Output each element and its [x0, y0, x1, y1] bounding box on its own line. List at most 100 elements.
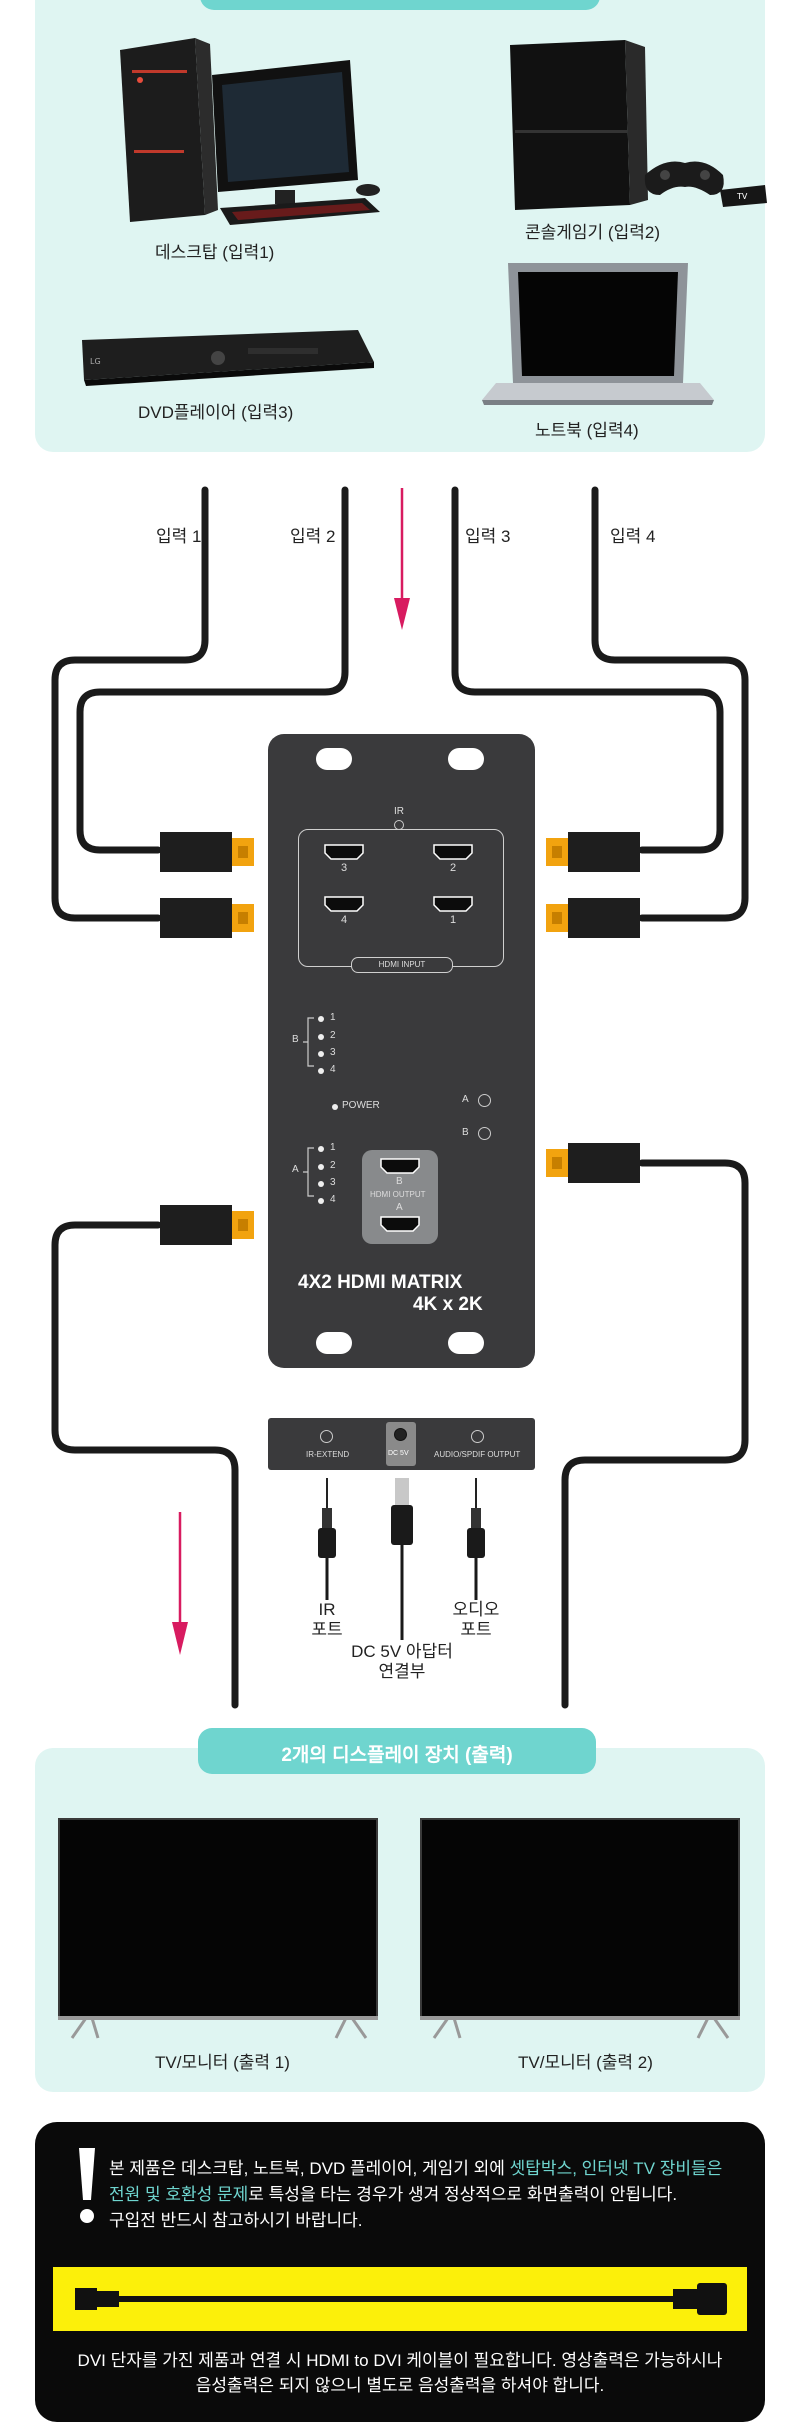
source-notebook-label: 노트북 (입력4) — [535, 421, 639, 440]
desktop-computer-image — [120, 38, 380, 225]
led-group-b-label: B — [292, 1034, 299, 1045]
notice-dvi-text: DVI 단자를 가진 제품과 연결 시 HDMI to DVI 케이블이 필요합… — [35, 2348, 765, 2398]
product-resolution: 4K x 2K — [413, 1294, 483, 1315]
wire-input-1 — [51, 486, 209, 922]
audio-port-label-line2: 포트 — [460, 1620, 492, 1639]
signal-arrow-bottom — [172, 1512, 188, 1655]
notice-compatibility-text: 본 제품은 데스크탑, 노트북, DVD 플레이어, 게임기 외에 셋탑박스, … — [109, 2156, 749, 2234]
wire-input-2 — [76, 486, 349, 854]
led-b-2-label: 2 — [330, 1030, 336, 1041]
hdmi-port-2-label: 2 — [449, 862, 457, 874]
led-a-2-label: 2 — [330, 1160, 336, 1171]
game-console-image: TV — [510, 40, 767, 210]
notice-text-part: 본 제품은 데스크탑, 노트북, DVD 플레이어, 게임기 외에 — [109, 2159, 510, 2178]
ir-port-label-line2: 포트 — [311, 1620, 343, 1639]
wire-label-input-3: 입력 3 — [465, 527, 511, 546]
audio-out-jack — [471, 1430, 484, 1443]
ir-extend-label: IR-EXTEND — [306, 1450, 350, 1459]
output-title-pill — [198, 1728, 596, 1774]
audio-jack — [467, 1478, 485, 1600]
hdmi-plug-input-2 — [160, 898, 254, 938]
svg-text:TV: TV — [736, 192, 748, 201]
ir-port-label: IR 포트 — [297, 1600, 357, 1640]
mount-hole — [316, 1332, 352, 1354]
notice-highlight-issue: 전원 및 호환성 문제 — [109, 2185, 249, 2204]
wiring-diagram — [51, 486, 749, 1709]
source-desktop-label: 데스크탑 (입력1) — [155, 243, 275, 262]
hdmi-port-2 — [433, 844, 473, 860]
hdmi-output-a-label: A — [396, 1202, 403, 1213]
notice-dvi-line1: DVI 단자를 가진 제품과 연결 시 HDMI to DVI 케이블이 필요합… — [77, 2351, 723, 2370]
tv-monitor-1 — [58, 1818, 378, 2018]
led-b-4 — [318, 1068, 324, 1074]
device-rear-panel: IR-EXTEND DC 5V AUDIO/SPDIF OUTPUT — [268, 1418, 535, 1470]
hdmi-matrix-device: IR 3 2 4 1 HDMI INPUT B 1 2 3 4 POWER A … — [268, 734, 535, 1368]
hdmi-plug-output-b — [546, 1143, 640, 1183]
source-dvd-label: DVD플레이어 (입력3) — [138, 403, 294, 422]
notice-text-part: 구입전 반드시 참고하시기 바랍니다. — [109, 2211, 363, 2230]
wire-output-2 — [561, 1159, 749, 1709]
led-b-1-label: 1 — [330, 1012, 336, 1023]
product-name: 4X2 HDMI MATRIX — [298, 1272, 463, 1293]
out-b-select-button[interactable] — [478, 1127, 491, 1140]
led-b-3 — [318, 1051, 324, 1057]
hdmi-port-1 — [433, 896, 473, 912]
led-group-a-label: A — [292, 1164, 299, 1175]
dc-port — [394, 1428, 407, 1441]
hdmi-output-b-port — [380, 1158, 420, 1174]
dc-port-box: DC 5V — [386, 1422, 416, 1466]
wire-input-4 — [591, 486, 749, 922]
hdmi-port-1-label: 1 — [449, 914, 457, 926]
output-tv-2-label: TV/모니터 (출력 2) — [518, 2053, 653, 2072]
hdmi-port-3 — [324, 844, 364, 860]
dc-jack — [391, 1478, 413, 1640]
hdmi-to-dvi-cable-icon — [75, 2283, 727, 2315]
hdmi-port-4-label: 4 — [340, 914, 348, 926]
hdmi-dvi-cable-banner — [53, 2267, 747, 2331]
wire-input-3 — [451, 486, 724, 854]
ir-jack — [318, 1478, 336, 1600]
tv-1-stand — [58, 2016, 378, 2020]
power-led — [332, 1104, 338, 1110]
notice-text-part: 로 특성을 타는 경우가 생겨 정상적으로 화면출력이 안됩니다. — [248, 2185, 678, 2204]
led-a-1 — [318, 1146, 324, 1152]
led-b-4-label: 4 — [330, 1064, 336, 1075]
tv-monitor-2 — [420, 1818, 740, 2018]
wire-label-input-1: 입력 1 — [156, 527, 202, 546]
tv-2-feet — [432, 2018, 730, 2039]
hdmi-output-b-label: B — [396, 1176, 403, 1187]
hdmi-output-a-port — [380, 1216, 420, 1232]
hdmi-plug-output-a — [160, 1205, 254, 1245]
hdmi-plug-input-3 — [546, 832, 640, 872]
out-a-select-button[interactable] — [478, 1094, 491, 1107]
power-label: POWER — [342, 1100, 380, 1111]
ir-label: IR — [394, 806, 404, 817]
wire-label-input-2: 입력 2 — [290, 527, 336, 546]
led-a-4 — [318, 1198, 324, 1204]
notice-dvi-line2: 음성출력은 되지 않으니 별도로 음성출력을 하셔야 합니다. — [195, 2376, 605, 2395]
svg-text:LG: LG — [90, 357, 101, 366]
led-b-2 — [318, 1034, 324, 1040]
dc-port-label: DC 5V — [388, 1450, 409, 1457]
audio-port-label: 오디오 포트 — [436, 1600, 516, 1640]
top-title-pill — [200, 0, 600, 10]
notebook-image — [482, 263, 714, 405]
hdmi-input-tag: HDMI INPUT — [351, 957, 453, 973]
exclamation-icon — [79, 2148, 95, 2223]
out-a-select-label: A — [462, 1094, 469, 1105]
notice-highlight-devices: 셋탑박스, 인터넷 TV 장비들은 — [509, 2159, 723, 2178]
hdmi-plug-input-4 — [546, 898, 640, 938]
led-b-3-label: 3 — [330, 1047, 336, 1058]
ir-port-label-line1: IR — [318, 1600, 336, 1619]
source-console-label: 콘솔게임기 (입력2) — [525, 223, 660, 242]
output-title: 2개의 디스플레이 장치 (출력) — [281, 1745, 513, 1766]
mount-hole — [448, 1332, 484, 1354]
tv-2-stand — [420, 2016, 740, 2020]
mount-hole — [316, 748, 352, 770]
hdmi-input-group: 3 2 4 1 HDMI INPUT — [298, 829, 504, 973]
audio-port-label-line1: 오디오 — [452, 1600, 500, 1619]
wire-label-input-4: 입력 4 — [610, 527, 656, 546]
led-a-3-label: 3 — [330, 1177, 336, 1188]
notice-box: 본 제품은 데스크탑, 노트북, DVD 플레이어, 게임기 외에 셋탑박스, … — [35, 2122, 765, 2422]
tv-1-feet — [70, 2018, 368, 2039]
